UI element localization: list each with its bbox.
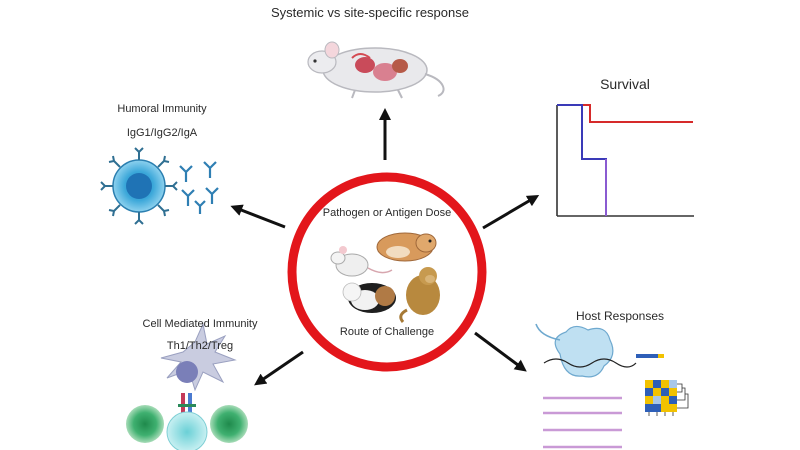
arrow-left-down xyxy=(254,350,304,386)
humoral-immunity-subtitle: IgG1/IgG2/IgA xyxy=(126,127,198,139)
survival-chart xyxy=(556,104,694,217)
survival-title: Survival xyxy=(600,76,650,92)
arrow-right-down xyxy=(474,331,527,372)
host-bands xyxy=(543,396,622,449)
t-cell-center-icon xyxy=(166,411,208,450)
monkey-icon xyxy=(399,267,440,323)
t-cell-right-icon xyxy=(210,405,248,443)
center-route-label: Route of Challenge xyxy=(339,326,435,338)
humoral-immunity-title: Humoral Immunity xyxy=(117,103,207,115)
hamster-icon xyxy=(376,232,437,262)
host-responses-title: Host Responses xyxy=(575,309,665,323)
guinea-pig-icon xyxy=(342,282,396,313)
heatmap-icon xyxy=(636,354,689,416)
mouse-anatomy-icon xyxy=(307,41,445,99)
survival-curve-red xyxy=(557,104,693,123)
t-cell-left-icon xyxy=(126,405,164,443)
mouse-icon xyxy=(330,246,393,277)
systemic-response-title: Systemic vs site-specific response xyxy=(271,5,469,20)
center-ring xyxy=(287,172,487,372)
arrows xyxy=(230,108,540,386)
cell-mediated-immunity-subtitle: Th1/Th2/Treg xyxy=(166,340,234,352)
dendritic-cell-icon xyxy=(160,322,237,392)
host-organ-icon xyxy=(535,323,637,378)
center-dose-label: Pathogen or Antigen Dose xyxy=(322,207,452,219)
t-cell-receptor-icon xyxy=(178,393,196,413)
antibody-icons xyxy=(179,161,219,214)
arrow-right-up xyxy=(482,194,540,230)
cell-mediated-immunity-title: Cell Mediated Immunity xyxy=(142,318,258,330)
arrow-left-up xyxy=(230,204,286,229)
b-cell-icon xyxy=(100,147,178,225)
